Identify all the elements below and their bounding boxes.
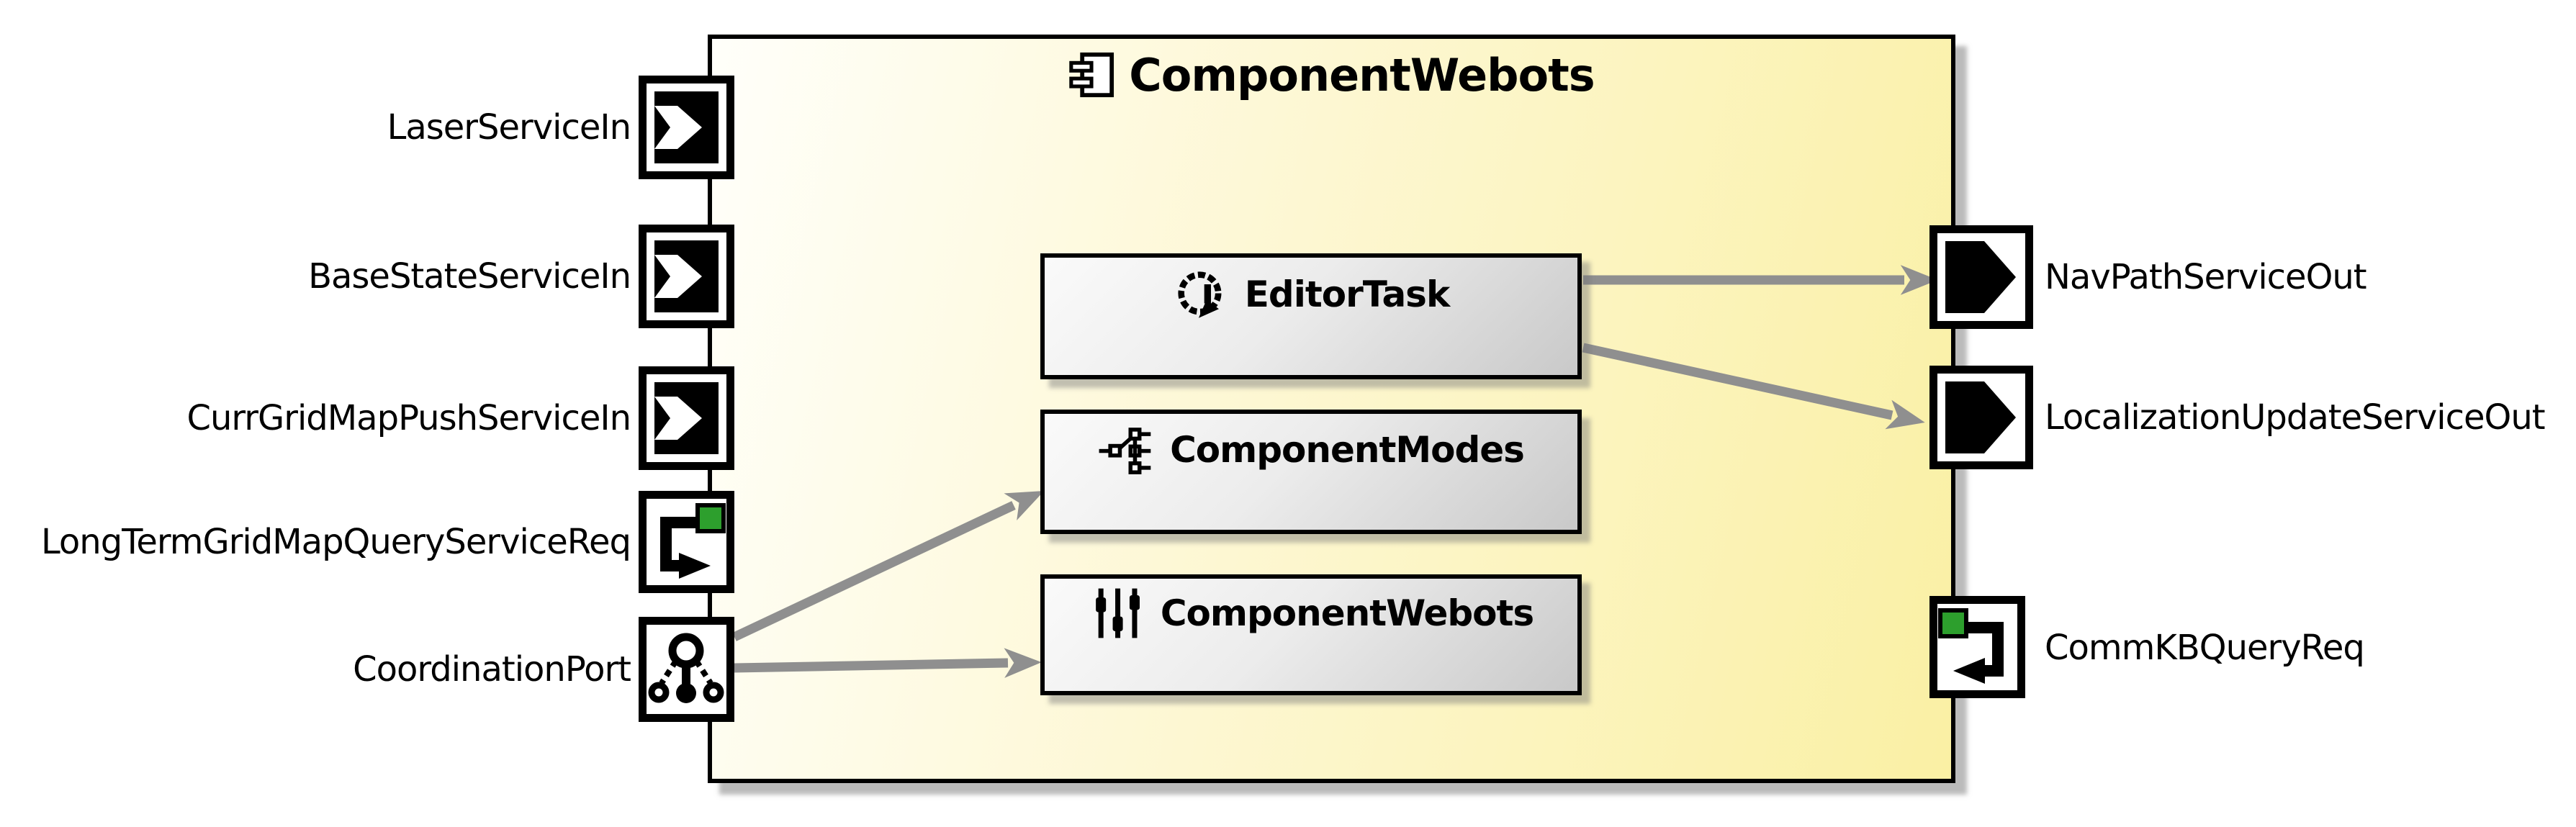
- port-laserservicein[interactable]: [639, 76, 734, 179]
- port-label: NavPathServiceOut: [2045, 257, 2367, 297]
- block-label: EditorTask: [1244, 273, 1450, 315]
- port-commkbqueryreq[interactable]: [1929, 596, 2025, 698]
- block-content: EditorTask: [1045, 264, 1577, 325]
- block-content: ComponentModes: [1045, 420, 1577, 480]
- port-label: BaseStateServiceIn: [308, 256, 631, 297]
- component-title-row: ComponentWebots: [708, 46, 1955, 104]
- port-label: CommKBQueryReq: [2045, 628, 2365, 668]
- uml-component-icon: [1069, 52, 1114, 98]
- connection-coordinationport-to-componentwebots[interactable]: [734, 648, 1042, 678]
- port-label: LocalizationUpdateServiceOut: [2045, 397, 2546, 438]
- coordination-port-icon: [639, 617, 734, 722]
- block-componentmodes[interactable]: ComponentModes: [1040, 410, 1582, 534]
- port-label: CurrGridMapPushServiceIn: [186, 398, 631, 438]
- push-service-out-icon: [1929, 225, 2033, 329]
- query-service-req-icon: [639, 491, 734, 593]
- push-service-in-icon: [639, 225, 734, 328]
- block-componentwebots[interactable]: ComponentWebots: [1040, 574, 1582, 695]
- port-basestateservicein[interactable]: [639, 225, 734, 328]
- push-service-in-icon: [639, 76, 734, 179]
- push-service-in-icon: [639, 366, 734, 470]
- block-label: ComponentModes: [1170, 428, 1525, 471]
- port-label: LongTermGridMapQueryServiceReq: [41, 522, 631, 562]
- port-coordinationport[interactable]: [639, 617, 734, 722]
- port-localizationupdateserviceout[interactable]: [1929, 366, 2033, 469]
- connection-coordinationport-to-componentmodes[interactable]: [732, 491, 1045, 641]
- task-loop-icon: [1178, 271, 1222, 318]
- query-service-req-icon: [1929, 596, 2025, 698]
- port-navpathserviceout[interactable]: [1929, 225, 2033, 329]
- modes-tree-icon: [1099, 428, 1151, 474]
- port-longtermgridmapqueryservicereq[interactable]: [639, 491, 734, 593]
- component-title: ComponentWebots: [1129, 48, 1595, 101]
- block-label: ComponentWebots: [1160, 592, 1534, 635]
- block-content: ComponentWebots: [1045, 583, 1577, 643]
- block-editortask[interactable]: EditorTask: [1040, 253, 1582, 379]
- port-currgridmappushservicein[interactable]: [639, 366, 734, 470]
- port-label: LaserServiceIn: [387, 107, 631, 148]
- push-service-out-icon: [1929, 366, 2033, 469]
- connection-editortask-to-localizationupdateserviceout[interactable]: [1582, 343, 1925, 430]
- port-label: CoordinationPort: [353, 649, 631, 690]
- sliders-icon: [1095, 589, 1140, 638]
